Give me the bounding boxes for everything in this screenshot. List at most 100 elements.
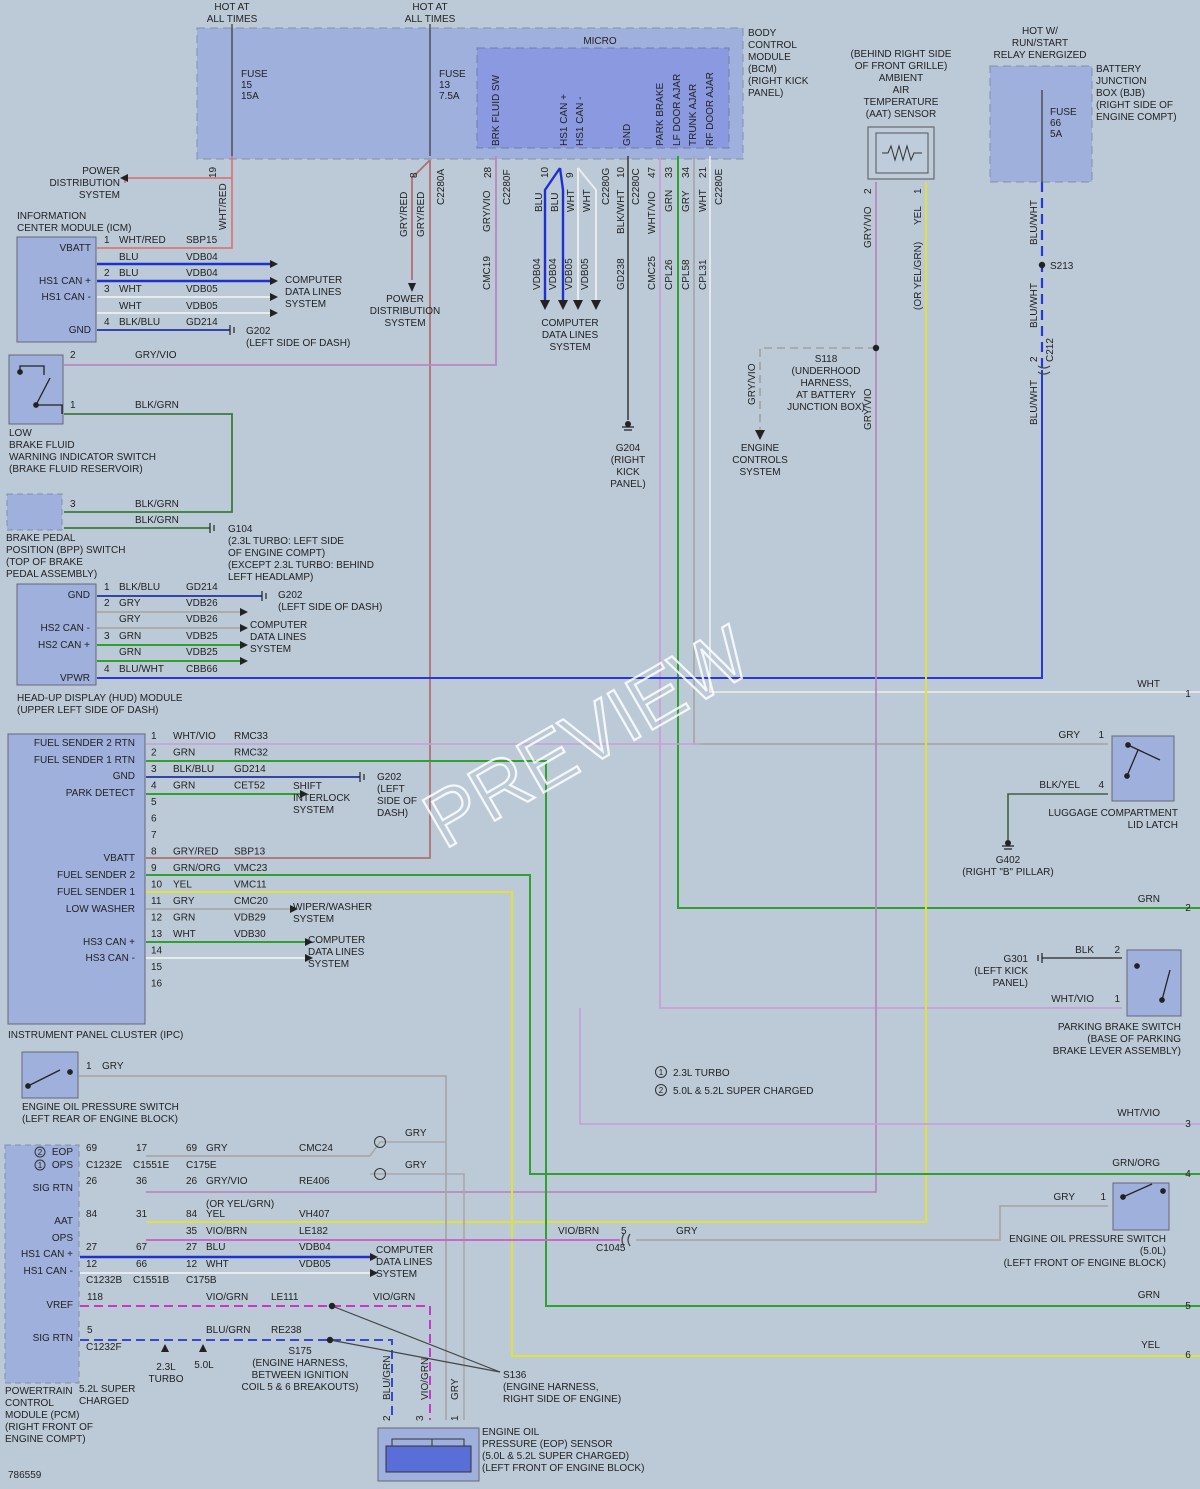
pin-number: 16 bbox=[151, 979, 163, 990]
ground-label: (LEFT bbox=[377, 784, 405, 795]
aat-label: (BEHIND RIGHT SIDE bbox=[851, 49, 952, 60]
wire-color-label: YEL bbox=[913, 206, 924, 225]
wire-color-label: GRY/RED bbox=[399, 192, 410, 237]
pin-number: 26 bbox=[186, 1176, 198, 1187]
ipc-pin-name: VBATT bbox=[104, 853, 135, 864]
pin-number: 66 bbox=[136, 1259, 148, 1270]
icm-pin-name: HS1 CAN + bbox=[39, 276, 91, 287]
pin-number: 1 bbox=[1100, 1192, 1106, 1203]
ipc-pin-name: HS3 CAN + bbox=[83, 937, 135, 948]
wire-color-label: GRN bbox=[1138, 894, 1160, 905]
pcm-box bbox=[4, 1144, 80, 1384]
computer-data-lines-label: COMPUTER bbox=[285, 275, 342, 286]
computer-data-lines-label: SYSTEM bbox=[285, 299, 326, 310]
ground-label: (LEFT SIDE OF DASH) bbox=[278, 602, 382, 613]
bjb-label: (RIGHT SIDE OF bbox=[1096, 100, 1173, 111]
eop-sensor-label: (5.0L & 5.2L SUPER CHARGED) bbox=[482, 1451, 629, 1462]
bcm-pin-number: 33 bbox=[664, 166, 675, 178]
hud-pin-name: VPWR bbox=[60, 673, 90, 684]
wire-color-label: BLU bbox=[206, 1242, 225, 1253]
lbf-label: WARNING INDICATOR SWITCH bbox=[9, 452, 156, 463]
pin-number: 3 bbox=[70, 499, 76, 510]
eop-sensor-label: ENGINE OIL bbox=[482, 1427, 540, 1438]
bcm-pin-number: 21 bbox=[698, 166, 709, 178]
ground-label: SIDE OF bbox=[377, 796, 417, 807]
power-distribution-label: POWER bbox=[82, 166, 120, 177]
circuit-label: VH407 bbox=[299, 1209, 330, 1220]
ipc-pin-name: FUEL SENDER 1 RTN bbox=[34, 755, 135, 766]
bjb-label: JUNCTION bbox=[1096, 76, 1147, 87]
wire-color-label: WHT/RED bbox=[119, 235, 166, 246]
circuit-label: VDB05 bbox=[186, 301, 218, 312]
fuse-label: FUSE bbox=[439, 69, 466, 80]
circuit-label: LE182 bbox=[299, 1226, 328, 1237]
engine-controls-label: ENGINE bbox=[741, 443, 780, 454]
splice-label: S213 bbox=[1050, 261, 1074, 272]
engine-controls-label: CONTROLS bbox=[732, 455, 788, 466]
splice-label: COIL 5 & 6 BREAKOUTS) bbox=[242, 1382, 359, 1393]
pin-number: 12 bbox=[151, 913, 163, 924]
pin-number: 15 bbox=[151, 962, 163, 973]
power-distribution-label: DISTRIBUTION bbox=[49, 178, 120, 189]
connector-label: C1232B bbox=[86, 1275, 122, 1286]
hud-pin-name: GND bbox=[68, 590, 90, 601]
computer-data-lines-label: DATA LINES bbox=[542, 330, 599, 341]
eop-sensor-label: PRESSURE (EOP) SENSOR bbox=[482, 1439, 613, 1450]
connector-label: C2280F bbox=[502, 169, 513, 205]
pcm-label: POWERTRAIN bbox=[5, 1386, 73, 1397]
wire-color-label: GRY bbox=[450, 1378, 461, 1400]
wire-color-label: GRY bbox=[173, 896, 195, 907]
wire-color-label: BLU bbox=[119, 268, 138, 279]
circuit-label: VDB04 bbox=[532, 258, 543, 290]
circuit-label: CMC19 bbox=[482, 256, 493, 290]
wire-color-label: BLU/WHT bbox=[1029, 380, 1040, 425]
pin-number: 84 bbox=[86, 1209, 98, 1220]
wire-color-label: GRY bbox=[1059, 730, 1081, 741]
wire-color-label: WHT/VIO bbox=[647, 191, 658, 234]
connector-label: C1232E bbox=[86, 1160, 122, 1171]
hot-label: ALL TIMES bbox=[207, 14, 258, 25]
pin-number: 5 bbox=[87, 1325, 93, 1336]
wire-color-label: GRN bbox=[173, 781, 195, 792]
splice-label: S136 bbox=[503, 1370, 527, 1381]
hot-label: HOT AT bbox=[412, 2, 447, 13]
splice-label: (ENGINE HARNESS, bbox=[252, 1358, 348, 1369]
aat-label: AIR bbox=[893, 85, 910, 96]
bcm-pin-number: 19 bbox=[208, 166, 219, 178]
pin-number: 1 bbox=[1114, 994, 1120, 1005]
pcm-pin-name: EOP bbox=[52, 1147, 73, 1158]
ipc-label: INSTRUMENT PANEL CLUSTER (IPC) bbox=[8, 1030, 183, 1041]
computer-data-lines-label: DATA LINES bbox=[308, 947, 365, 958]
icm-pin-name: VBATT bbox=[60, 243, 91, 254]
connector-label: C1232F bbox=[86, 1342, 122, 1353]
offpage-number: 4 bbox=[1185, 1169, 1191, 1180]
ipc-pin-name: FUEL SENDER 2 bbox=[57, 870, 135, 881]
pin-number: 6 bbox=[151, 814, 157, 825]
pin-number: 12 bbox=[86, 1259, 98, 1270]
circuit-label: VDB04 bbox=[186, 268, 218, 279]
bpp-label: BRAKE PEDAL bbox=[6, 533, 76, 544]
splice-label: RIGHT SIDE OF ENGINE) bbox=[503, 1394, 621, 1405]
circuit-label: GD214 bbox=[234, 764, 266, 775]
circuit-label: VDB04 bbox=[299, 1242, 331, 1253]
hud-box bbox=[16, 583, 97, 686]
ipc-box bbox=[7, 733, 146, 1025]
splice-label: JUNCTION BOX) bbox=[787, 402, 865, 413]
wire-color-label: GRY/VIO bbox=[206, 1176, 248, 1187]
wire-color-label: GRN bbox=[119, 647, 141, 658]
computer-data-lines-label: COMPUTER bbox=[250, 620, 307, 631]
circuit-label: VDB29 bbox=[234, 913, 266, 924]
wire-color-label: GRY bbox=[102, 1061, 124, 1072]
circuit-label: VDB05 bbox=[299, 1259, 331, 1270]
wire-color-label: GRY bbox=[1054, 1192, 1076, 1203]
wire-color-label: GRN/ORG bbox=[1112, 1158, 1160, 1169]
fuse-label: 15A bbox=[241, 91, 259, 102]
ground-label: G301 bbox=[1004, 954, 1029, 965]
ground-label: G202 bbox=[278, 590, 303, 601]
computer-data-lines-label: COMPUTER bbox=[541, 318, 598, 329]
pin-number: 4 bbox=[1098, 780, 1104, 791]
pin-number: 26 bbox=[86, 1176, 98, 1187]
wire-color-label: YEL bbox=[173, 880, 192, 891]
ground-label: (LEFT KICK bbox=[974, 966, 1028, 977]
